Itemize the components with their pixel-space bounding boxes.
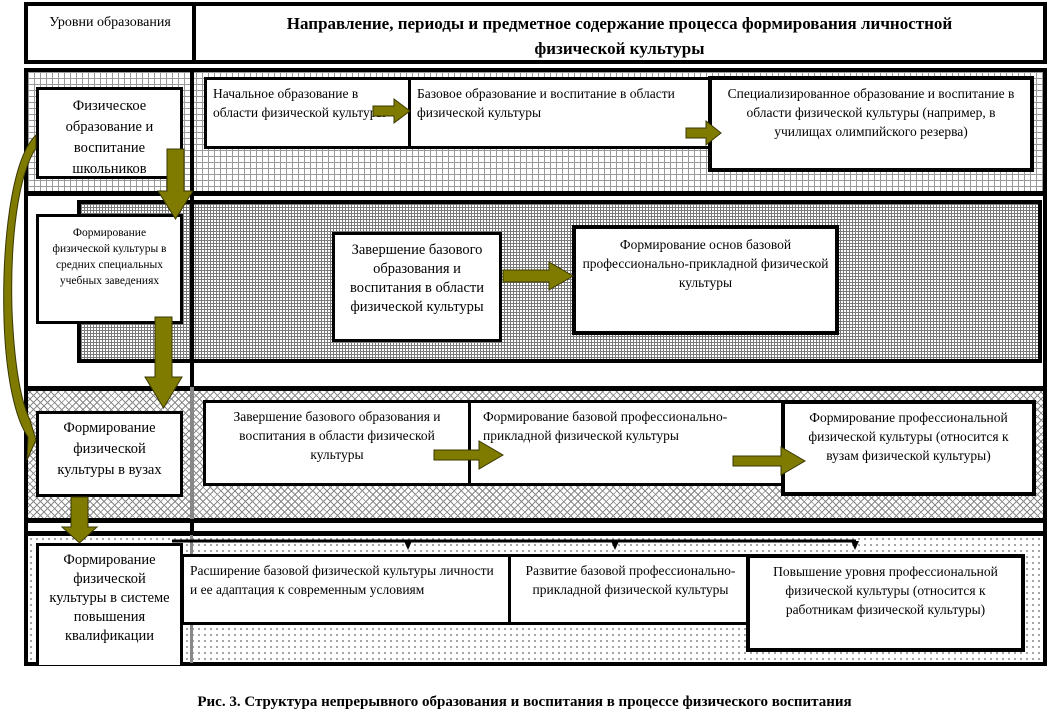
level-box-school: Физическое образование и воспитание школ… [36, 87, 183, 179]
arrow-down-small-icon [611, 541, 619, 550]
header-title-cell: Направление, периоды и предметное содерж… [192, 2, 1047, 64]
arrow-right-icon [372, 98, 411, 124]
stage-text: Формирование основ базовой профессиональ… [582, 237, 829, 290]
column-divider [190, 519, 194, 535]
level-text: Физическое образование и воспитание школ… [65, 98, 154, 177]
stage-box-specialized-education: Специализированное образование и воспита… [708, 76, 1034, 172]
stage-text: Специализированное образование и воспита… [727, 86, 1015, 139]
stage-box-university-professional: Формирование профессиональной физической… [781, 400, 1036, 496]
level-box-qualification: Формирование физической культуры в систе… [36, 543, 183, 665]
stage-text: Повышение уровня профессиональной физиче… [773, 564, 998, 617]
level-text: Формирование физической культуры в систе… [49, 552, 170, 644]
arrow-right-icon [433, 440, 504, 470]
level-box-college: Формирование физической культуры в средн… [36, 214, 183, 324]
stage-text: Расширение базовой физической культуры л… [190, 563, 494, 597]
stage-text: Базовое образование и воспитание в облас… [417, 86, 675, 120]
level-text: Формирование физической культуры в средн… [52, 227, 167, 287]
stage-box-qual-professional: Повышение уровня профессиональной физиче… [746, 554, 1025, 652]
title-line-1: Направление, периоды и предметное содерж… [286, 14, 953, 33]
column-divider [190, 68, 194, 195]
stage-text: Завершение базового образования и воспит… [349, 242, 485, 315]
stage-box-college-professional: Формирование основ базовой профессиональ… [572, 225, 839, 335]
stage-text: Завершение базового образования и воспит… [233, 409, 441, 462]
arrow-down-icon [157, 148, 194, 220]
figure-caption: Рис. 3. Структура непрерывного образован… [197, 694, 852, 710]
curved-arrow-icon [3, 133, 37, 461]
stage-text: Развитие базовой профессионально-приклад… [525, 563, 736, 597]
stage-box-qual-applied: Развитие базовой профессионально-приклад… [508, 554, 753, 625]
stage-text: Формирование базовой профессионально-при… [483, 409, 728, 443]
title-line-2: физической культуры [534, 39, 705, 58]
level-text: Формирование физической культуры в вузах [57, 420, 162, 478]
arrow-down-small-icon [404, 541, 412, 550]
arrow-down-small-icon [851, 541, 859, 550]
arrow-right-icon [732, 446, 806, 476]
stage-text: Формирование профессиональной физической… [808, 410, 1009, 463]
stage-text: Начальное образование в области физическ… [213, 86, 386, 120]
levels-heading: Уровни образования [49, 15, 171, 30]
stage-box-university-completion: Завершение базового образования и воспит… [203, 400, 471, 486]
arrow-right-icon [685, 119, 722, 147]
diagram-title: Направление, периоды и предметное содерж… [196, 11, 1043, 61]
column-divider [190, 192, 194, 390]
arrow-down-icon [60, 496, 99, 544]
level-box-university: Формирование физической культуры в вузах [36, 411, 183, 497]
stage-box-university-applied: Формирование базовой профессионально-при… [468, 400, 786, 486]
arrow-down-icon [144, 316, 183, 409]
stage-box-qual-expansion: Расширение базовой физической культуры л… [181, 554, 512, 625]
stage-box-college-completion: Завершение базового образования и воспит… [332, 232, 502, 342]
arrow-right-icon [502, 261, 574, 291]
stage-box-basic-education: Базовое образование и воспитание в облас… [408, 77, 714, 149]
column-divider [190, 387, 194, 535]
